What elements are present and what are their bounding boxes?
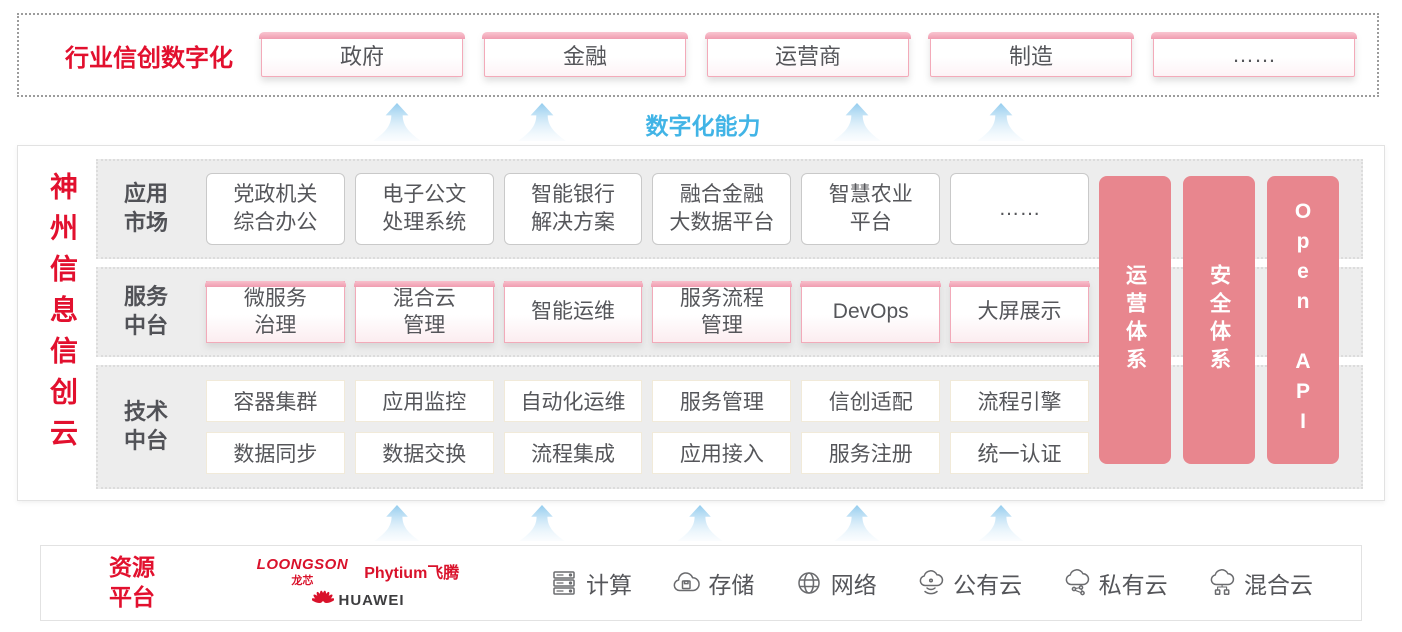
tech-box-process-integration: 流程集成 (503, 432, 643, 474)
platform-box: 神州信息信创云 应用 市场 党政机关 综合办公 电子公文 处理系统 智能银行 解… (17, 145, 1385, 501)
app-box-finance-bigdata: 融合金融 大数据平台 (652, 173, 792, 245)
server-icon (549, 568, 579, 598)
huawei-logo: HUAWEI (311, 590, 405, 610)
hybrid-cloud-icon (1207, 568, 1237, 598)
industry-band: 行业信创数字化 政府 金融 运营商 制造 …… (17, 13, 1379, 97)
row-app-market-items: 党政机关 综合办公 电子公文 处理系统 智能银行 解决方案 融合金融 大数据平台… (206, 173, 1089, 245)
app-box-party-gov-office: 党政机关 综合办公 (206, 173, 345, 245)
app-box-smart-agriculture: 智慧农业 平台 (801, 173, 941, 245)
up-arrow-icon (519, 505, 565, 541)
row-service-platform: 服务 中台 微服务 治理 混合云 管理 智能运维 服务流程 管理 DevOps … (96, 267, 1363, 357)
tech-box-xinchuang-adaptation: 信创适配 (801, 380, 941, 422)
row-tech-platform-items: 容器集群 应用监控 自动化运维 服务管理 信创适配 流程引擎 数据同步 数据交换… (206, 380, 1089, 474)
tech-line-bottom: 数据同步 数据交换 流程集成 应用接入 服务注册 统一认证 (206, 432, 1089, 474)
sidebar-open-api: Open API (1267, 176, 1339, 464)
svc-box-hybrid-cloud-mgmt: 混合云 管理 (353, 281, 495, 343)
app-box-smart-banking: 智能银行 解决方案 (503, 173, 643, 245)
up-arrow-icon (977, 103, 1025, 141)
resource-item-private-cloud: 私有云 (1062, 566, 1168, 600)
up-arrow-icon (518, 103, 566, 141)
row-app-market: 应用 市场 党政机关 综合办公 电子公文 处理系统 智能银行 解决方案 融合金融… (96, 159, 1363, 259)
up-arrow-icon (833, 103, 881, 141)
tech-box-service-registry: 服务注册 (801, 432, 941, 474)
tech-box-data-sync: 数据同步 (206, 432, 345, 474)
resource-item-hybrid-cloud: 混合云 (1207, 566, 1313, 600)
resource-item-compute: 计算 (549, 566, 632, 600)
industry-box-more: …… (1151, 32, 1357, 77)
industry-box-manufacturing: 制造 (928, 32, 1134, 77)
sidebar-operation-system: 运营体系 (1099, 176, 1171, 464)
up-arrow-icon (677, 505, 723, 541)
app-box-edoc-system: 电子公文 处理系统 (354, 173, 494, 245)
huawei-flower-icon (311, 590, 334, 604)
loongson-logo: LOONGSON 龙芯 (256, 556, 349, 587)
row-app-market-label: 应用 市场 (124, 181, 169, 235)
svc-box-dashboard-display: 大屏展示 (949, 281, 1090, 343)
tech-line-top: 容器集群 应用监控 自动化运维 服务管理 信创适配 流程引擎 (206, 380, 1089, 422)
private-cloud-icon (1062, 568, 1092, 598)
svc-box-devops: DevOps (800, 281, 941, 343)
resource-band-title: 资源 平台 (109, 554, 155, 610)
public-cloud-icon (916, 568, 946, 598)
tech-box-data-exchange: 数据交换 (354, 432, 494, 474)
sidebar-security-system: 安全体系 (1183, 176, 1255, 464)
row-tech-platform-label: 技术 中台 (124, 399, 169, 453)
svc-box-microservice-governance: 微服务 治理 (205, 281, 346, 343)
resource-item-public-cloud: 公有云 (916, 566, 1022, 600)
industry-box-operator: 运营商 (705, 32, 911, 77)
resource-item-storage: 存储 (671, 566, 754, 600)
tech-box-app-access: 应用接入 (652, 432, 792, 474)
industry-band-title: 行业信创数字化 (65, 44, 233, 72)
resource-band: 资源 平台 LOONGSON 龙芯 Phytium飞腾 (40, 545, 1362, 621)
tech-box-automated-ops: 自动化运维 (503, 380, 643, 422)
tech-box-process-engine: 流程引擎 (950, 380, 1089, 422)
row-service-platform-label: 服务 中台 (124, 284, 169, 338)
network-globe-icon (794, 568, 824, 598)
app-box-more: …… (950, 173, 1089, 245)
tech-box-container-cluster: 容器集群 (206, 380, 345, 422)
resource-item-network: 网络 (794, 566, 877, 600)
tech-box-unified-auth: 统一认证 (950, 432, 1089, 474)
row-tech-platform: 技术 中台 容器集群 应用监控 自动化运维 服务管理 信创适配 流程引擎 数据同… (96, 365, 1363, 489)
digital-capability-label: 数字化能力 (645, 113, 761, 139)
resource-items: 计算 存储 (549, 566, 1313, 600)
svc-box-service-process-mgmt: 服务流程 管理 (651, 281, 793, 343)
industry-boxes: 政府 金融 运营商 制造 …… (259, 32, 1357, 77)
up-arrow-icon (834, 505, 880, 541)
tech-box-service-mgmt: 服务管理 (652, 380, 792, 422)
storage-cloud-icon (671, 568, 701, 598)
phytium-logo: Phytium飞腾 (364, 565, 460, 582)
industry-box-government: 政府 (259, 32, 465, 77)
up-arrow-icon (374, 505, 420, 541)
vendor-logos: LOONGSON 龙芯 Phytium飞腾 (233, 556, 483, 610)
up-arrow-icon (978, 505, 1024, 541)
industry-box-finance: 金融 (482, 32, 688, 77)
svc-box-intelligent-ops: 智能运维 (502, 281, 644, 343)
up-arrow-icon (373, 103, 421, 141)
tech-box-app-monitoring: 应用监控 (354, 380, 494, 422)
row-service-platform-items: 微服务 治理 混合云 管理 智能运维 服务流程 管理 DevOps 大屏展示 (205, 281, 1090, 343)
platform-title-vertical: 神州信息信创云 (47, 172, 78, 459)
